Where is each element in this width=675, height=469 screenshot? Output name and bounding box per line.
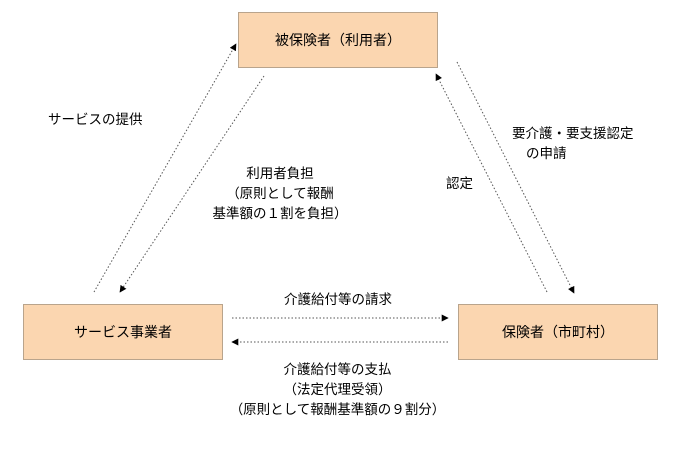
arrow-certification <box>435 73 548 293</box>
label-benefit-claim: 介護給付等の請求 <box>284 292 392 308</box>
node-insured: 被保険者（利用者） <box>238 12 438 68</box>
label-user-burden-line-3: 基準額の１割を負担） <box>212 206 348 222</box>
label-certification: 認定 <box>446 176 473 192</box>
node-insurer: 保険者（市町村） <box>458 304 658 360</box>
label-user-burden-line-2: （原則として報酬 <box>226 186 334 202</box>
label-certification-request: 要介護・要支援認定 の申請 <box>512 124 634 164</box>
label-user-burden: 利用者負担 （原則として報酬 基準額の１割を負担） <box>185 164 375 224</box>
label-benefit-payment-line-2: （法定代理受領） <box>283 382 392 398</box>
label-benefit-payment-line-3: （原則として報酬基準額の９割分） <box>229 402 446 418</box>
label-certification-request-line-2: の申請 <box>526 146 567 162</box>
arrow-certification-request <box>456 61 575 294</box>
label-user-burden-line-1: 利用者負担 <box>246 166 314 182</box>
arrow-service-provision <box>93 43 237 293</box>
label-benefit-payment: 介護給付等の支払 （法定代理受領） （原則として報酬基準額の９割分） <box>200 360 475 420</box>
label-benefit-payment-line-1: 介護給付等の支払 <box>283 362 392 378</box>
label-certification-request-line-1: 要介護・要支援認定 <box>512 126 634 142</box>
node-service-provider: サービス事業者 <box>23 304 223 360</box>
arrow-user-burden <box>119 75 265 293</box>
label-service-provision: サービスの提供 <box>48 112 143 128</box>
